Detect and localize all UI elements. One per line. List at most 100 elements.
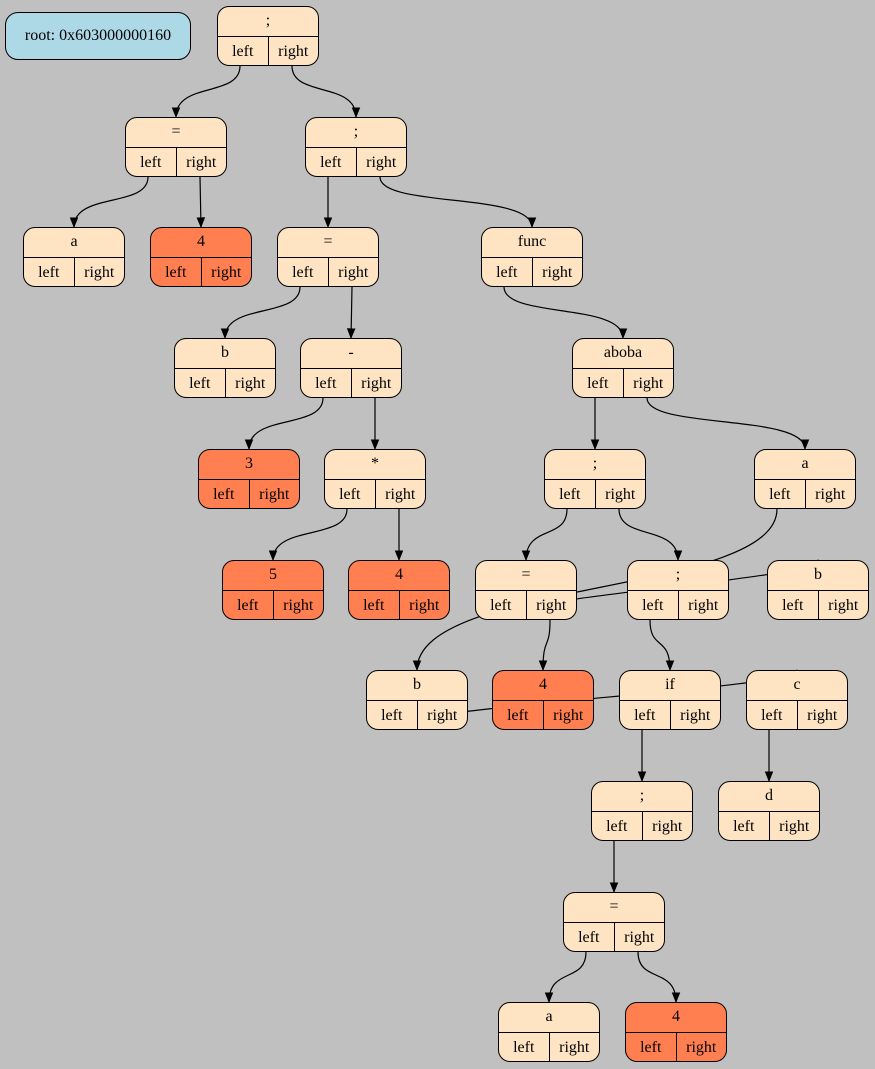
right-port: right (409, 597, 440, 614)
right-port: right (542, 264, 573, 281)
left-port: left (306, 148, 357, 176)
edge-left (69, 176, 149, 229)
left-port: left (573, 369, 624, 397)
left-port: left (126, 148, 177, 176)
node-ports: left right (278, 258, 378, 286)
right-port: right (338, 264, 369, 281)
left-port: left (301, 369, 352, 397)
left-port: left (620, 701, 671, 729)
node-ports: left right (301, 369, 401, 397)
node-value: ; (545, 450, 645, 480)
node-ports: left right (151, 258, 251, 286)
node-value: 4 (349, 561, 449, 591)
node-value: 3 (199, 450, 299, 480)
edge-right (637, 951, 681, 1004)
node-value: b (768, 561, 868, 591)
edge-left (521, 508, 568, 562)
node-value: ; (306, 118, 406, 148)
node-value: ; (218, 7, 318, 37)
node-value: 4 (626, 1003, 726, 1033)
left-port: left (278, 258, 329, 286)
left-port: left (367, 701, 418, 729)
left-port: left (626, 1033, 677, 1061)
left-port: left (564, 923, 615, 951)
root-pointer-label: root: 0x603000000160 (5, 12, 191, 60)
right-port: right (553, 707, 584, 724)
node-value: = (476, 561, 576, 591)
node-value: 4 (493, 671, 593, 701)
right-port: right (559, 1039, 590, 1056)
edge-right (196, 176, 206, 229)
node-ports: left right (476, 591, 576, 619)
left-port: left (325, 480, 376, 508)
node-value: * (325, 450, 425, 480)
node-value: = (278, 228, 378, 258)
node-value: a (499, 1003, 599, 1033)
node-ports: left right (482, 258, 582, 286)
left-port: left (151, 258, 202, 286)
right-port: right (259, 486, 290, 503)
right-port: right (186, 154, 217, 171)
right-port: right (427, 707, 458, 724)
edge-left (220, 286, 301, 340)
node-value: aboba (573, 339, 673, 369)
right-port: right (211, 264, 242, 281)
right-port: right (536, 597, 567, 614)
edge-left (244, 397, 324, 451)
tree-node: =left right (277, 227, 379, 287)
left-port: left (719, 812, 770, 840)
edge-right (618, 508, 683, 562)
left-port: left (493, 701, 544, 729)
right-port: right (361, 375, 392, 392)
node-value: b (175, 339, 275, 369)
edge-right (646, 397, 810, 451)
node-value: ; (592, 782, 692, 812)
edge-left (503, 286, 628, 340)
node-value: func (482, 228, 582, 258)
node-value: 4 (151, 228, 251, 258)
right-port: right (815, 486, 846, 503)
left-port: left (476, 591, 527, 619)
edge-left (649, 619, 675, 672)
right-port: right (278, 43, 309, 60)
left-port: left (482, 258, 533, 286)
left-port: left (175, 369, 226, 397)
right-port: right (633, 375, 664, 392)
left-port: left (592, 812, 643, 840)
tree-node: =left right (475, 560, 577, 620)
right-port: right (235, 375, 266, 392)
